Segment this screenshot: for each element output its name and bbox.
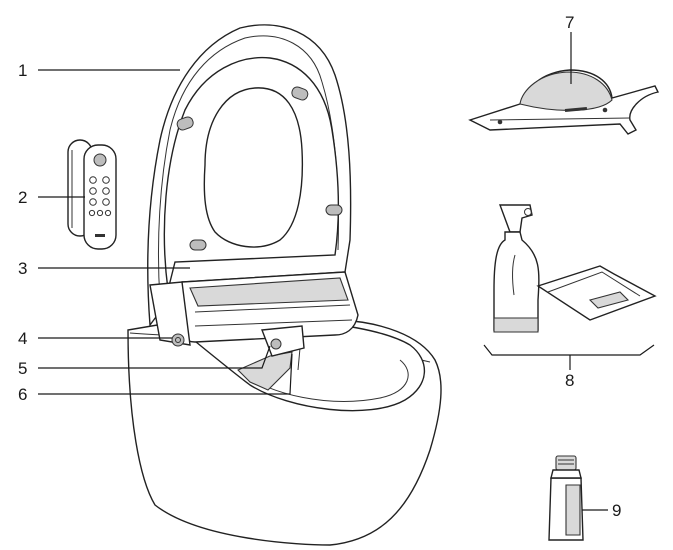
callout-3: 3 — [18, 259, 27, 278]
cleaning-kit — [483, 204, 657, 370]
leader-6 — [38, 353, 293, 395]
callout-5: 5 — [18, 359, 27, 378]
callout-4: 4 — [18, 329, 27, 348]
callout-6: 6 — [18, 385, 27, 404]
callout-1: 1 — [18, 61, 27, 80]
descaling-agent-bottle — [548, 455, 584, 541]
mounting-template-part — [468, 69, 660, 135]
callout-numbers: 1 2 3 4 5 6 7 8 9 — [18, 13, 621, 520]
callout-7: 7 — [565, 13, 574, 32]
callout-leader-lines — [38, 32, 608, 511]
toilet-lid-and-seat — [146, 24, 359, 357]
callout-2: 2 — [18, 188, 27, 207]
toilet-bowl — [127, 319, 442, 546]
callout-9: 9 — [612, 501, 621, 520]
leader-5 — [38, 345, 271, 369]
remote-control — [67, 139, 117, 250]
callout-8: 8 — [565, 371, 574, 390]
